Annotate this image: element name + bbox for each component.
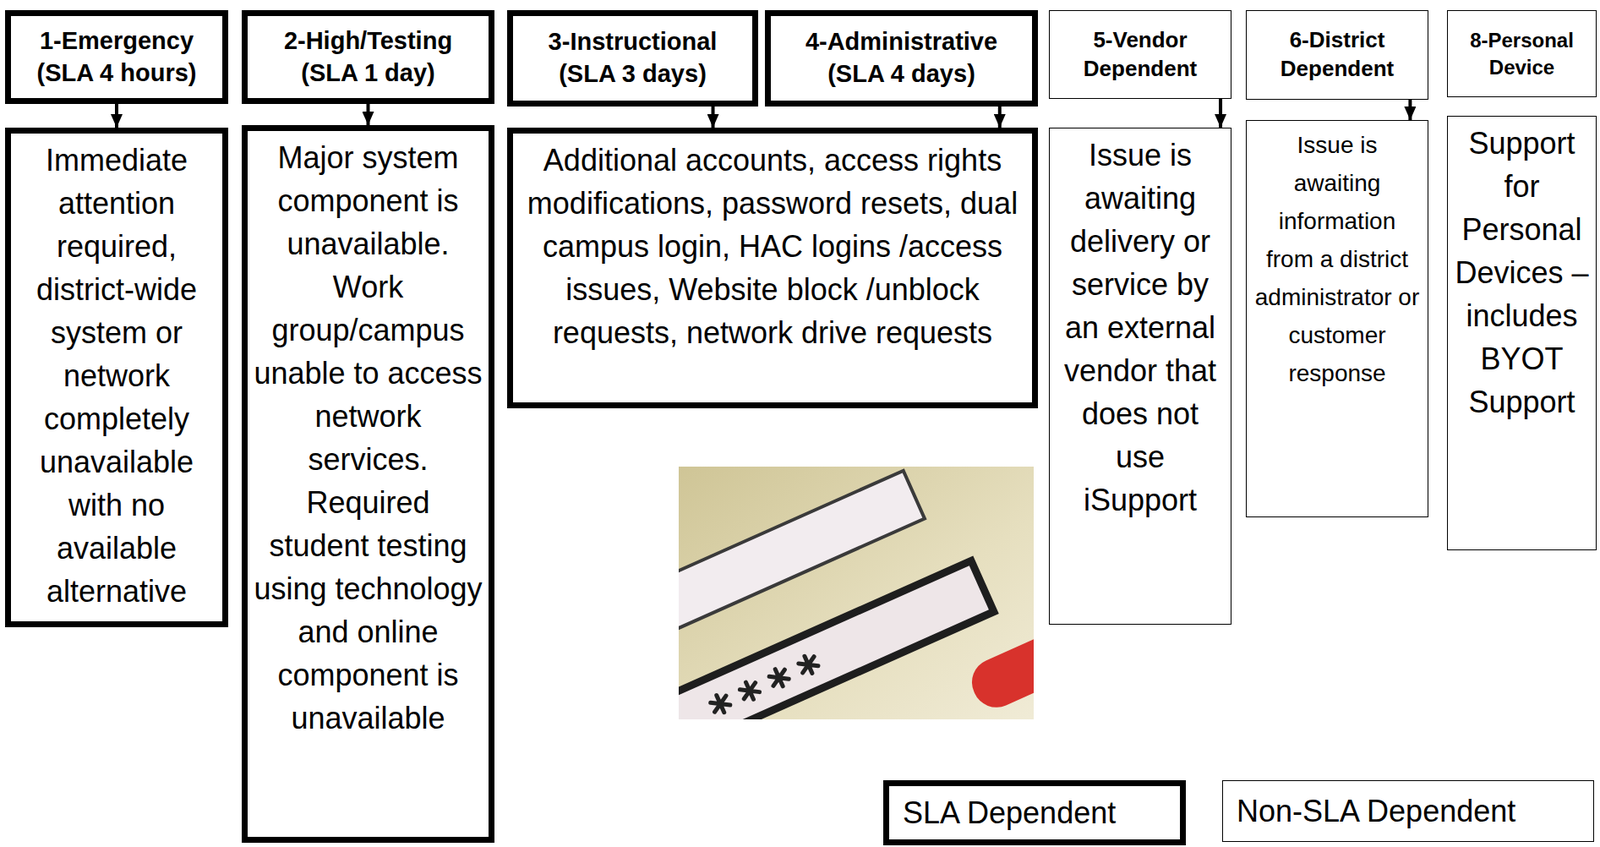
priority-header: 3-Instructional (SLA 3 days) [507, 10, 759, 107]
box-text: 3-Instructional (SLA 3 days) [518, 26, 748, 90]
box-text: Support for Personal Devices – includes … [1453, 121, 1590, 424]
status-description: Issue is awaiting information from a dis… [1245, 120, 1429, 518]
box-text: 2-High/Testing (SLA 1 day) [252, 25, 484, 89]
box-text: 4-Administrative (SLA 4 days) [775, 26, 1027, 90]
box-text: 5-Vendor Dependent [1054, 26, 1226, 84]
flow-arrow [998, 106, 1002, 128]
status-header: 8-Personal Device [1447, 10, 1597, 98]
priority-description: Major system component is unavailable. W… [241, 125, 495, 843]
box-text: 1-Emergency (SLA 4 hours) [16, 25, 218, 89]
flow-arrow [1408, 99, 1412, 121]
priority-header: 1-Emergency (SLA 4 hours) [5, 10, 229, 104]
status-description: Issue is awaiting delivery or service by… [1048, 127, 1232, 625]
login-photo [678, 466, 1034, 720]
flow-arrow [1218, 98, 1223, 128]
status-header: 5-Vendor Dependent [1048, 10, 1232, 99]
flow-arrow [711, 106, 716, 128]
box-text: Issue is awaiting delivery or service by… [1055, 133, 1225, 522]
box-text: 8-Personal Device [1452, 27, 1591, 80]
priority-description: Additional accounts, access rights modif… [507, 127, 1038, 409]
key-box: Non-SLA Dependent [1222, 780, 1595, 842]
priority-header: 2-High/Testing (SLA 1 day) [241, 10, 495, 104]
priority-header: 4-Administrative (SLA 4 days) [764, 10, 1038, 107]
box-text: Additional accounts, access rights modif… [518, 138, 1027, 355]
status-header: 6-District Dependent [1245, 10, 1429, 100]
box-text: 6-District Dependent [1251, 26, 1423, 84]
box-text: Non-SLA Dependent [1236, 792, 1580, 830]
password-mask [709, 652, 820, 716]
priority-description: Immediate attention required, district-w… [5, 127, 229, 628]
login-button [964, 611, 1034, 716]
flow-arrow [366, 103, 371, 126]
flow-arrow [114, 103, 119, 128]
password-field [678, 560, 994, 720]
box-text: Immediate attention required, district-w… [16, 138, 217, 613]
box-text: Issue is awaiting information from a dis… [1252, 125, 1422, 393]
key-box: SLA Dependent [883, 780, 1186, 846]
box-text: SLA Dependent [902, 794, 1167, 831]
box-text: Major system component is unavailable. W… [253, 136, 483, 740]
status-description: Support for Personal Devices – includes … [1447, 115, 1597, 551]
